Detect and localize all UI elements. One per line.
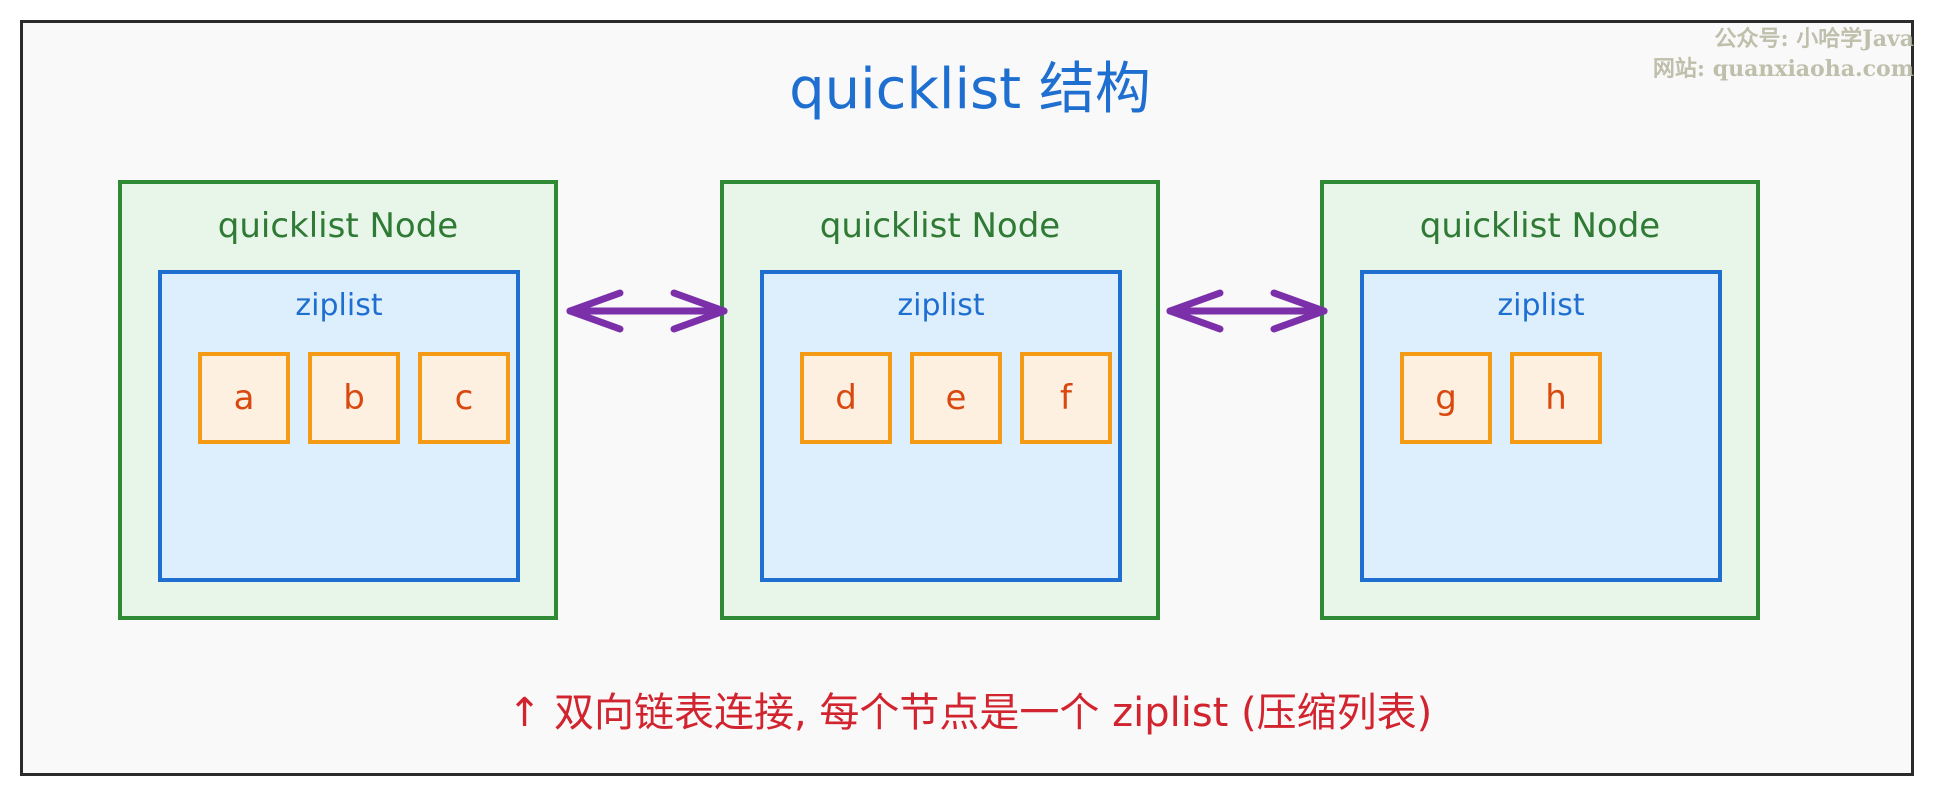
ziplist-label: ziplist (897, 288, 985, 323)
ziplist-entry: g (1400, 352, 1492, 444)
ziplist-entry: a (198, 352, 290, 444)
watermark-line-1: 公众号: 小哈学Java (1714, 26, 1914, 52)
ziplist-entry: e (910, 352, 1002, 444)
ziplist-items: d e f (800, 352, 1112, 444)
ziplist-box: ziplist d e f (760, 270, 1122, 582)
ziplist-entry: b (308, 352, 400, 444)
diagram-caption: ↑ 双向链表连接, 每个节点是一个 ziplist (压缩列表) (507, 690, 1433, 736)
bidirectional-arrow-icon (566, 289, 728, 333)
ziplist-box: ziplist a b c (158, 270, 520, 582)
quicklist-node-1: quicklist Node ziplist a b c (118, 180, 558, 620)
ziplist-label: ziplist (1497, 288, 1585, 323)
ziplist-items: a b c (198, 352, 510, 444)
ziplist-box: ziplist g h (1360, 270, 1722, 582)
quicklist-node-2: quicklist Node ziplist d e f (720, 180, 1160, 620)
ziplist-entry: c (418, 352, 510, 444)
node-label: quicklist Node (1419, 206, 1661, 246)
diagram-title: quicklist 结构 (789, 57, 1151, 122)
watermark: 公众号: 小哈学Java 网站: quanxiaoha.com (1653, 24, 1914, 84)
watermark-line-2: 网站: quanxiaoha.com (1652, 56, 1914, 82)
bidirectional-arrow-icon (1166, 289, 1328, 333)
quicklist-node-3: quicklist Node ziplist g h (1320, 180, 1760, 620)
ziplist-entry: d (800, 352, 892, 444)
ziplist-label: ziplist (295, 288, 383, 323)
ziplist-items: g h (1400, 352, 1602, 444)
node-label: quicklist Node (819, 206, 1061, 246)
ziplist-entry: h (1510, 352, 1602, 444)
ziplist-entry: f (1020, 352, 1112, 444)
node-label: quicklist Node (217, 206, 459, 246)
